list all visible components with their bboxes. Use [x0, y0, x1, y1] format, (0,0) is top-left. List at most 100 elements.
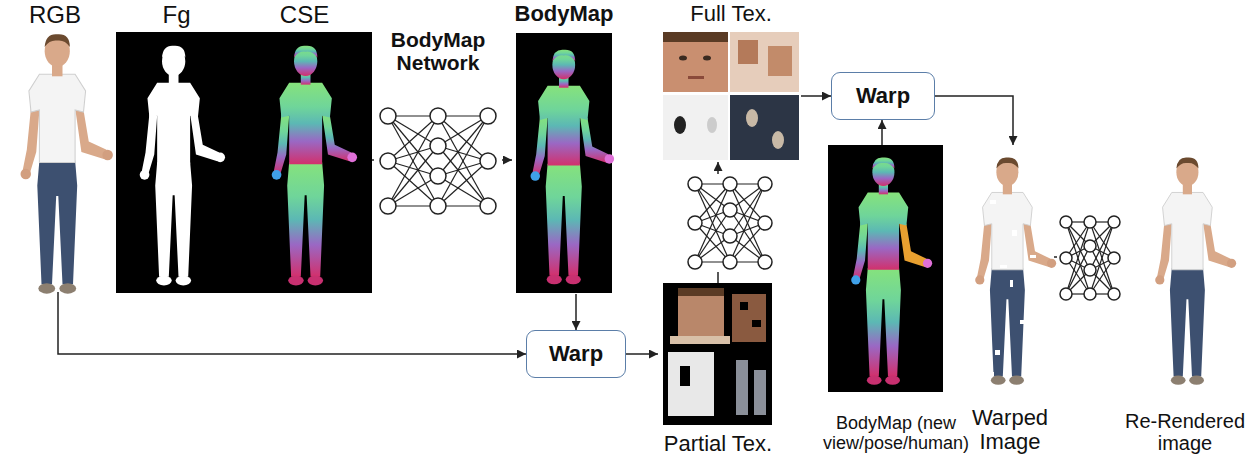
- panel-caption: Partial Tex.: [664, 432, 772, 456]
- texture-armhole: [674, 116, 686, 134]
- legs: [866, 268, 901, 377]
- texture-panel: [663, 283, 772, 425]
- shoe: [1009, 376, 1024, 385]
- net-neuron: [1060, 216, 1072, 228]
- arm: [532, 116, 547, 175]
- net-neuron: [430, 138, 446, 154]
- panel-caption: Full Tex.: [690, 2, 772, 26]
- net-neuron: [723, 177, 737, 191]
- net-neuron: [1084, 288, 1096, 300]
- warp-hole: [988, 372, 994, 376]
- shoe: [991, 376, 1006, 385]
- bodymap-image: BodyMap (new view/pose/human): [814, 145, 978, 456]
- hand: [1047, 259, 1056, 268]
- panel-caption: Fg: [162, 2, 190, 28]
- neural-net-icon: [685, 174, 775, 272]
- texture-skin: [730, 32, 799, 92]
- legs: [37, 160, 77, 284]
- panel-caption: RGB: [29, 2, 81, 28]
- net-neuron: [758, 255, 772, 269]
- net-neuron: [480, 198, 496, 214]
- arrow-connector: [881, 120, 883, 145]
- neural-net-icon: [380, 108, 496, 214]
- arm: [75, 108, 107, 159]
- shoe: [308, 276, 324, 286]
- texture-jeans: [730, 95, 799, 160]
- texture-hair: [663, 32, 728, 42]
- shoe: [1189, 376, 1204, 385]
- hand: [975, 275, 984, 284]
- neural-net-icon: [1057, 213, 1123, 303]
- arrow-connector: [502, 159, 512, 161]
- net-neuron: [1060, 288, 1072, 300]
- net-neuron: [1084, 216, 1096, 228]
- warp-box: Warp: [526, 330, 626, 378]
- net-link: [695, 223, 730, 262]
- shoe: [566, 275, 581, 285]
- net-neuron: [1084, 240, 1096, 252]
- texture-gap: [740, 302, 748, 310]
- torso: [859, 192, 909, 269]
- connector-line: [372, 159, 374, 161]
- texture-eye: [703, 56, 711, 61]
- hand: [272, 170, 282, 180]
- arm: [977, 222, 992, 279]
- net-neuron: [688, 216, 702, 230]
- person-photo: [21, 34, 113, 293]
- arrow-connector: [575, 294, 577, 330]
- hair: [872, 157, 894, 168]
- texture-jeans: [736, 360, 748, 415]
- legs: [287, 162, 324, 276]
- panel-caption: Re-Rendered image: [1122, 410, 1248, 454]
- box-label: Warp: [549, 342, 603, 366]
- net-neuron: [688, 255, 702, 269]
- input-image: RGB: [5, 2, 105, 292]
- net-neuron: [430, 108, 446, 124]
- bodymap-panel: [828, 145, 943, 392]
- warp-box: Warp: [831, 72, 935, 120]
- net-neuron: [1108, 288, 1120, 300]
- arm: [190, 114, 219, 162]
- texture-shade: [707, 117, 717, 133]
- net-neuron: [480, 153, 496, 169]
- torso: [1163, 192, 1213, 269]
- output-image: Re-Rendered image: [1120, 145, 1250, 456]
- net-neuron: [723, 229, 737, 243]
- arrow-connector: [626, 353, 658, 355]
- hair: [1176, 157, 1198, 168]
- net-neuron: [1108, 252, 1120, 264]
- net-neuron: [380, 108, 396, 124]
- arm: [853, 222, 868, 279]
- shoe: [176, 276, 192, 286]
- hand: [102, 150, 113, 161]
- texture-eye: [679, 56, 687, 61]
- net-neuron: [480, 108, 496, 124]
- net-neuron: [758, 177, 772, 191]
- panel-caption: BodyMap: [515, 2, 614, 26]
- texture-gap: [752, 320, 761, 327]
- mask-image: Fg: [116, 2, 237, 294]
- texture-image: Partial Tex.: [658, 283, 778, 458]
- box-label: Warp: [856, 84, 910, 108]
- panel-caption: Warped Image: [968, 406, 1052, 454]
- hand: [1155, 275, 1164, 284]
- torso: [538, 86, 589, 166]
- cse-image: CSE: [237, 2, 372, 294]
- warp-hole: [995, 350, 1000, 355]
- torso: [147, 83, 199, 164]
- texture-skin: [670, 336, 730, 344]
- panel-caption: BodyMap Network: [376, 28, 500, 74]
- hand: [140, 170, 150, 180]
- shoe: [156, 276, 172, 286]
- torso: [279, 83, 331, 164]
- texture-shirt: [663, 95, 728, 160]
- foreground-silhouette: [140, 46, 225, 286]
- bodymap-figure: [851, 157, 932, 384]
- torso: [29, 74, 86, 162]
- texture-skin: [768, 46, 792, 76]
- hand: [347, 153, 357, 163]
- arm: [142, 114, 158, 174]
- arm: [1203, 222, 1231, 267]
- bodymap-figure: [531, 50, 615, 285]
